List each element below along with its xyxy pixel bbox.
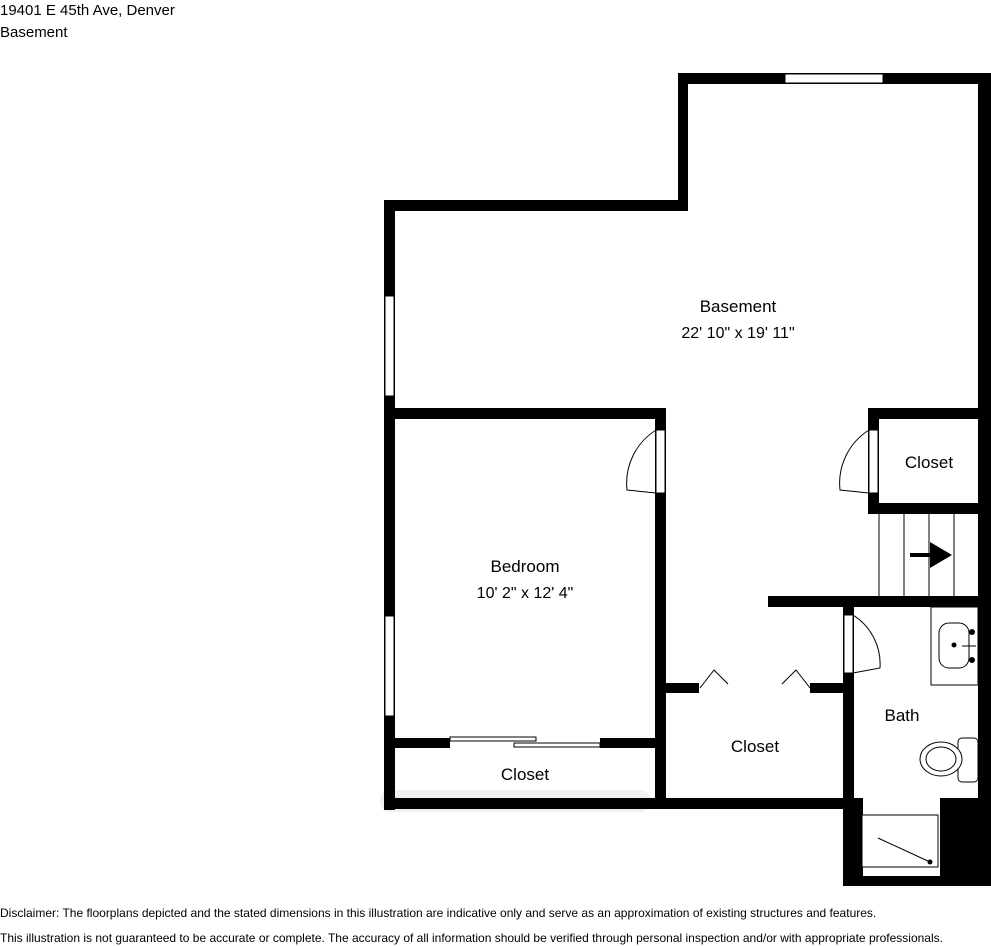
door-swing-bath bbox=[852, 614, 881, 674]
window-top bbox=[784, 73, 884, 84]
room-labels: Basement 22' 10" x 19' 11" Closet Bedroo… bbox=[477, 297, 954, 784]
room-name-closet-top-right: Closet bbox=[905, 453, 953, 472]
walls bbox=[384, 73, 991, 886]
bifold-door-right bbox=[781, 669, 811, 689]
floor-level-text: Basement bbox=[0, 24, 68, 41]
header: 19401 E 45th Ave, Denver Basement bbox=[0, 0, 175, 44]
windows bbox=[384, 73, 884, 717]
bath-fixtures bbox=[861, 606, 979, 868]
sliding-door-a bbox=[449, 736, 537, 742]
shower-icon bbox=[861, 814, 939, 868]
door-bath bbox=[843, 614, 854, 674]
door-bedroom bbox=[655, 429, 666, 494]
sliding-door-b bbox=[513, 742, 601, 748]
door-closet-top-right bbox=[868, 429, 879, 494]
bifold-door-left bbox=[699, 669, 729, 689]
address-text: 19401 E 45th Ave, Denver bbox=[0, 2, 175, 19]
stairs bbox=[878, 514, 955, 596]
room-dims-bedroom: 10' 2" x 12' 4" bbox=[477, 585, 574, 602]
room-name-basement: Basement bbox=[700, 297, 777, 316]
stairs-arrow-icon bbox=[930, 542, 952, 568]
door-swing-bedroom bbox=[626, 429, 657, 494]
door-swing-closet-top-right bbox=[839, 429, 870, 494]
doors bbox=[449, 429, 881, 748]
window-basement-left bbox=[384, 295, 395, 397]
room-name-bath: Bath bbox=[885, 706, 920, 725]
window-bedroom-left bbox=[384, 615, 395, 717]
room-dims-basement: 22' 10" x 19' 11" bbox=[681, 325, 794, 342]
disclaimer-line-2: This illustration is not guaranteed to b… bbox=[0, 931, 943, 945]
room-name-closet-bedroom: Closet bbox=[501, 765, 549, 784]
room-name-bedroom: Bedroom bbox=[491, 557, 560, 576]
room-name-closet-center: Closet bbox=[731, 737, 779, 756]
disclaimer-line-1: Disclaimer: The floorplans depicted and … bbox=[0, 906, 877, 920]
